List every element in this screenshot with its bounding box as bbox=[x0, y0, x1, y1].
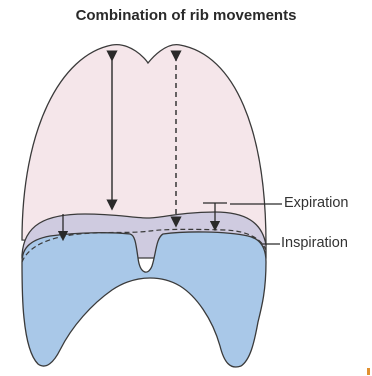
corner-mark bbox=[367, 368, 370, 375]
expiration-label: Expiration bbox=[284, 195, 348, 211]
inspiration-label: Inspiration bbox=[281, 235, 348, 251]
